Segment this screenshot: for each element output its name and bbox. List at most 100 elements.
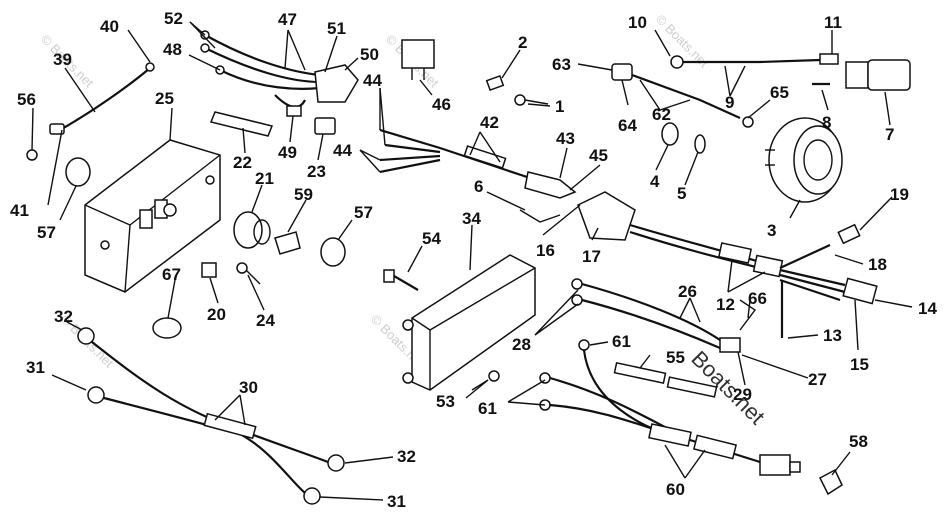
lead-assembly-part [571,278,757,353]
grommet-part [233,211,271,249]
callout-54: 54 [422,229,441,248]
callout-20: 20 [207,305,226,324]
callout-41: 41 [10,201,29,220]
callout-40: 40 [100,17,119,36]
callout-44: 44 [363,71,382,90]
callout-65: 65 [770,83,789,102]
sleeve-pair-part [613,362,718,398]
callout-29: 29 [733,385,752,404]
callout-7: 7 [885,125,894,144]
battery-cable-part [77,327,345,505]
clip-part-2 [519,209,561,223]
callout-59: 59 [294,185,313,204]
callout-31: 31 [26,358,45,377]
callout-14: 14 [918,299,937,318]
boot-part [845,59,911,91]
switch-harness-part [539,339,801,476]
callout-58: 58 [849,432,868,451]
gauge-part [765,117,843,203]
callout-51: 51 [327,19,346,38]
callout-50: 50 [360,45,379,64]
callout-13: 13 [823,326,842,345]
callout-39: 39 [53,50,72,69]
power-pack-part [84,139,221,293]
bulb-part [694,134,706,154]
callout-62: 62 [652,105,671,124]
callout-22: 22 [233,153,252,172]
clamp-part [152,317,182,339]
harness-part [200,30,359,108]
module-part [402,254,536,391]
screw-part-3 [471,370,500,391]
key-switch-harness-part [577,191,878,338]
callout-23: 23 [307,162,326,181]
callout-55: 55 [666,348,685,367]
callout-2: 2 [518,33,527,52]
connector-part [286,105,302,117]
sleeve-part-2 [274,231,301,255]
washer-part [65,157,91,187]
bolt-part [383,269,419,291]
callout-61: 61 [612,332,631,351]
callout-11: 11 [824,13,842,32]
leader-lines [31,21,913,501]
callout-5: 5 [677,184,686,203]
callout-42: 42 [480,113,499,132]
callout-8: 8 [822,113,831,132]
callout-27: 27 [808,370,827,389]
callout-67: 67 [162,265,181,284]
callout-47: 47 [278,10,297,29]
gauge-lead-part [611,63,754,128]
trim-sender-lead-part [670,53,839,69]
callout-4: 4 [650,172,660,191]
socket-part [661,122,679,146]
callout-66: 66 [748,289,767,308]
callout-17: 17 [582,247,601,266]
callout-6: 6 [474,177,483,196]
callout-57: 57 [37,223,56,242]
nut-part [26,149,38,161]
callout-34: 34 [462,209,481,228]
screw-part-2 [236,262,261,285]
relay-part [401,39,435,80]
callout-25: 25 [155,89,174,108]
callout-16: 16 [536,241,555,260]
callout-31-b: 31 [387,492,406,511]
callout-28: 28 [512,335,531,354]
callout-57-b: 57 [354,203,373,222]
callout-44-b: 44 [333,141,352,160]
callout-30: 30 [239,378,258,397]
callout-32-b: 32 [397,447,416,466]
callout-1: 1 [555,97,564,116]
clip-part [485,74,505,92]
callout-10: 10 [628,13,647,32]
screw-part [514,94,549,106]
callout-24: 24 [256,311,275,330]
ground-strap-part [49,62,155,135]
washer-part-2 [320,237,346,267]
callout-49: 49 [278,143,297,162]
callout-48: 48 [163,40,182,59]
callout-21: 21 [255,169,274,188]
sleeve-part [209,111,274,137]
callout-46: 46 [432,95,451,114]
callout-labels: 40 52 47 51 39 48 50 2 10 11 56 25 44 46… [10,9,937,511]
wire-lead-part [379,128,577,199]
callout-63: 63 [552,55,571,74]
callout-3: 3 [767,221,776,240]
callout-61-b: 61 [478,399,497,418]
callout-12: 12 [716,295,735,314]
terminal-part [201,262,217,278]
callout-45: 45 [589,146,608,165]
callout-56: 56 [17,90,36,109]
callout-60: 60 [666,480,685,499]
callout-52: 52 [164,9,183,28]
callout-53: 53 [436,392,455,411]
callout-32: 32 [54,307,73,326]
block-part [314,117,336,135]
callout-43: 43 [556,129,575,148]
callout-64: 64 [618,116,637,135]
callout-18: 18 [868,255,887,274]
